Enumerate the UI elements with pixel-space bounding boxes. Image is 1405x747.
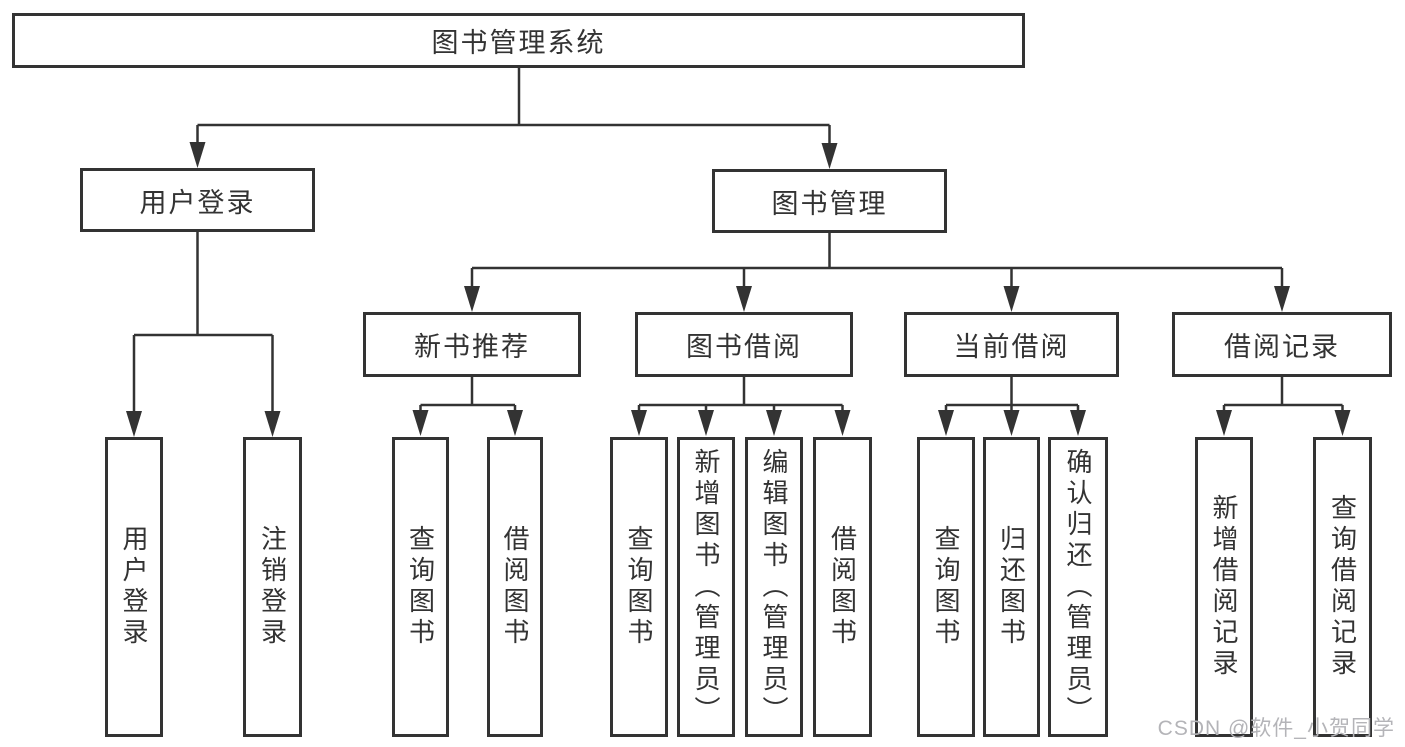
node-current-return-books: 归还图书 [983, 437, 1040, 737]
csdn-watermark: CSDN @软件_小贺同学 [1157, 717, 1395, 740]
node-book-management: 图书管理 [712, 169, 947, 233]
node-user-login-group-label: 用户登录 [139, 187, 256, 218]
node-book-management-label: 图书管理 [771, 188, 888, 219]
node-borrowing-add-books-admin: 新增图书（管理员） [677, 437, 735, 737]
node-root-label: 图书管理系统 [431, 28, 606, 58]
node-borrowing-records: 借阅记录 [1172, 312, 1392, 377]
node-current-confirm-return-admin-label: 确认归还（管理员） [1063, 447, 1093, 727]
node-borrowing-edit-books-admin: 编辑图书（管理员） [745, 437, 803, 737]
node-book-borrowing: 图书借阅 [635, 312, 853, 377]
node-root: 图书管理系统 [12, 13, 1025, 68]
node-borrowing-add-books-admin-label: 新增图书（管理员） [691, 447, 721, 727]
node-recommend-borrow-books-label: 借阅图书 [500, 525, 530, 649]
node-borrowing-borrow-books-label: 借阅图书 [827, 525, 858, 649]
node-book-borrowing-label: 图书借阅 [686, 332, 802, 362]
node-borrowing-query-books: 查询图书 [610, 437, 668, 737]
node-logout-label: 注销登录 [257, 525, 288, 649]
node-borrowing-records-label: 借阅记录 [1224, 332, 1340, 362]
node-borrowing-edit-books-admin-label: 编辑图书（管理员） [759, 447, 789, 727]
node-new-book-recommend: 新书推荐 [363, 312, 581, 377]
node-borrowing-borrow-books: 借阅图书 [813, 437, 872, 737]
node-records-add-borrow-record: 新增借阅记录 [1195, 437, 1253, 737]
node-records-query-borrow-record-label: 查询借阅记录 [1327, 494, 1358, 680]
node-user-login-label: 用户登录 [119, 525, 149, 649]
node-current-borrowing: 当前借阅 [904, 312, 1119, 377]
node-records-add-borrow-record-label: 新增借阅记录 [1209, 494, 1239, 680]
arrowheads [126, 142, 1351, 437]
node-current-confirm-return-admin: 确认归还（管理员） [1048, 437, 1108, 737]
node-user-login: 用户登录 [105, 437, 163, 737]
node-borrowing-query-books-label: 查询图书 [624, 525, 654, 649]
node-recommend-query-books: 查询图书 [392, 437, 449, 737]
node-new-book-recommend-label: 新书推荐 [414, 332, 530, 362]
node-recommend-borrow-books: 借阅图书 [487, 437, 543, 737]
node-records-query-borrow-record: 查询借阅记录 [1313, 437, 1372, 737]
node-user-login-group: 用户登录 [80, 168, 315, 232]
node-current-query-books-label: 查询图书 [931, 525, 961, 649]
node-recommend-query-books-label: 查询图书 [405, 525, 436, 649]
node-logout: 注销登录 [243, 437, 302, 737]
node-current-return-books-label: 归还图书 [996, 525, 1027, 649]
node-current-query-books: 查询图书 [917, 437, 975, 737]
node-current-borrowing-label: 当前借阅 [953, 332, 1070, 362]
